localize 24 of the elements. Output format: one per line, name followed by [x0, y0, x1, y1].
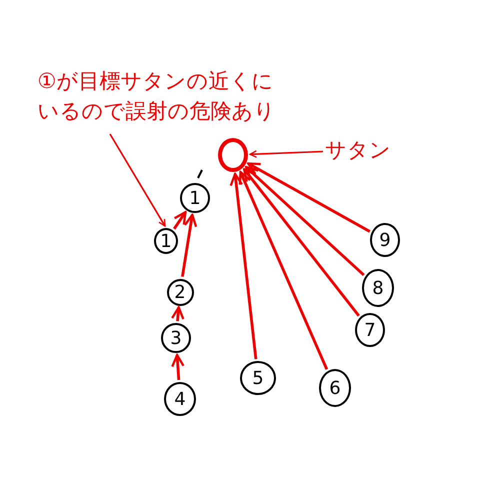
arrow	[171, 354, 185, 380]
number-circle: 4	[164, 382, 196, 416]
arrow	[243, 168, 360, 317]
arrow	[249, 150, 324, 158]
arrow	[244, 166, 365, 276]
number-circle: 5	[240, 361, 276, 395]
number-circle: 7	[355, 313, 385, 347]
number-circle: 2	[166, 278, 194, 306]
number-circle: 8	[362, 269, 394, 307]
number-circle: 1	[154, 228, 178, 254]
target-circle	[218, 138, 248, 172]
label-text: サタン	[325, 135, 395, 165]
arrow	[171, 306, 184, 322]
arrow	[230, 172, 258, 360]
number-circle: 9	[370, 223, 400, 257]
number-circle: 6	[319, 369, 351, 407]
arrow	[247, 162, 370, 233]
arrow	[181, 214, 198, 277]
number-circle: 1	[180, 183, 210, 213]
arrow	[173, 210, 187, 230]
arrow	[109, 134, 166, 227]
number-circle: 3	[161, 323, 191, 353]
annotation-text: ①が目標サタンの近くにいるので誤射の危険あり	[38, 66, 282, 126]
arrow	[238, 170, 328, 370]
